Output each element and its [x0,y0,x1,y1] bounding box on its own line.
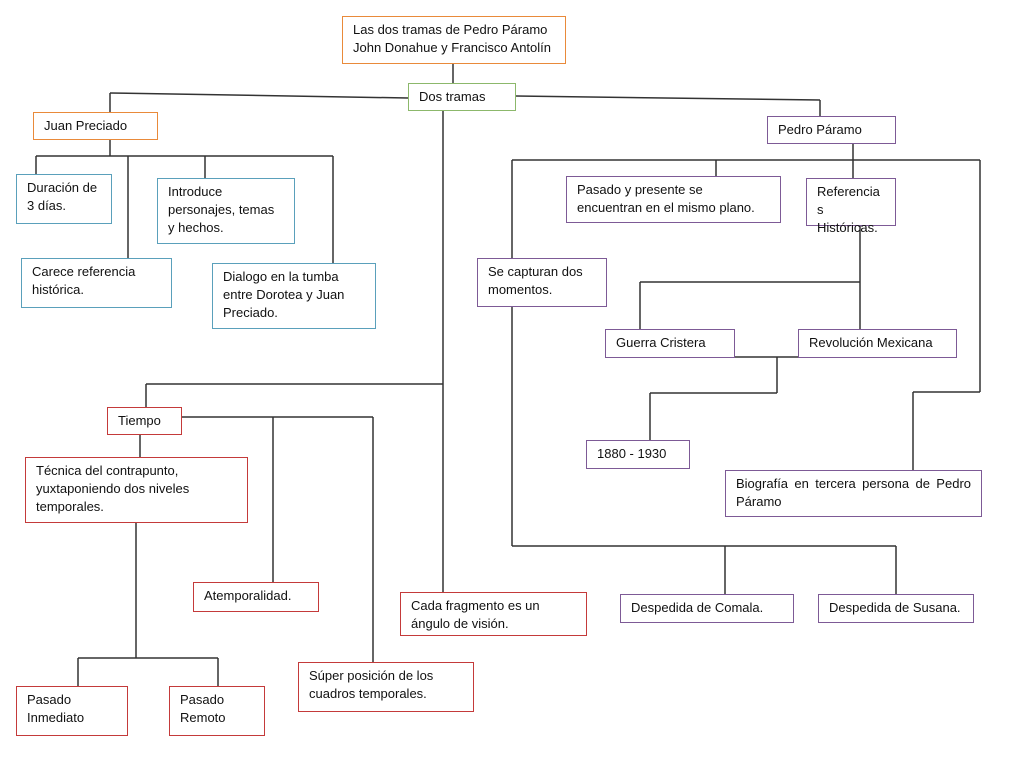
tiempo-node: Tiempo [107,407,182,435]
carece-label: Carece referencia histórica. [32,264,136,297]
tecnica-node: Técnica del contrapunto, yuxtaponiendo d… [25,457,248,523]
fechas-label: 1880 - 1930 [597,446,667,461]
revolucion-label: Revolución Mexicana [809,335,933,350]
guerra-cristera-node: Guerra Cristera [605,329,735,358]
title-node: Las dos tramas de Pedro Páramo John Dona… [342,16,566,64]
guerra-cristera-label: Guerra Cristera [616,335,706,350]
duracion-node: Duración de 3 días. [16,174,112,224]
dos-tramas-label: Dos tramas [419,89,486,104]
pasado-presente-node: Pasado y presente se encuentran en el mi… [566,176,781,223]
atemporalidad-node: Atemporalidad. [193,582,319,612]
pasado-inmediato-node: Pasado Inmediato [16,686,128,736]
biografia-label: Biografía en tercera persona de Pedro Pá… [736,476,971,509]
introduce-label: Introduce personajes, temas y hechos. [168,184,275,235]
referencias-label-b: s [817,202,824,217]
dialogo-node: Dialogo en la tumba entre Dorotea y Juan… [212,263,376,329]
title-line2: John Donahue y Francisco Antolín [353,40,552,55]
juan-preciado-node: Juan Preciado [33,112,158,140]
pedro-paramo-label: Pedro Páramo [778,122,862,137]
carece-node: Carece referencia histórica. [21,258,172,308]
super-posicion-node: Súper posición de los cuadros temporales… [298,662,474,712]
biografia-node: Biografía en tercera persona de Pedro Pá… [725,470,982,517]
tiempo-label: Tiempo [118,413,161,428]
despedida-comala-label: Despedida de Comala. [631,600,764,615]
introduce-node: Introduce personajes, temas y hechos. [157,178,295,244]
title-line1: Las dos tramas de Pedro Páramo [353,22,548,37]
se-capturan-label: Se capturan dos momentos. [488,264,583,297]
referencias-label-c: Históricas. [817,220,878,235]
juan-preciado-label: Juan Preciado [44,118,128,133]
cada-fragmento-label: Cada fragmento es un ángulo de visión. [411,598,540,631]
dos-tramas-node: Dos tramas [408,83,516,111]
despedida-susana-node: Despedida de Susana. [818,594,974,623]
referencias-node: Referencia s Históricas. [806,178,896,235]
referencias-label-a: Referencia [817,184,880,199]
dialogo-label: Dialogo en la tumba entre Dorotea y Juan… [223,269,345,320]
pasado-remoto-label: Pasado Remoto [180,692,226,725]
revolucion-node: Revolución Mexicana [798,329,957,358]
duracion-label: Duración de 3 días. [27,180,98,213]
cada-fragmento-node: Cada fragmento es un ángulo de visión. [400,592,587,636]
pedro-paramo-node: Pedro Páramo [767,116,896,144]
fechas-node: 1880 - 1930 [586,440,690,469]
pasado-presente-label: Pasado y presente se encuentran en el mi… [577,182,755,215]
pasado-remoto-node: Pasado Remoto [169,686,265,736]
super-posicion-label: Súper posición de los cuadros temporales… [309,668,434,701]
despedida-comala-node: Despedida de Comala. [620,594,794,623]
tecnica-label: Técnica del contrapunto, yuxtaponiendo d… [36,463,190,514]
se-capturan-node: Se capturan dos momentos. [477,258,607,307]
pasado-inmediato-label: Pasado Inmediato [27,692,85,725]
atemporalidad-label: Atemporalidad. [204,588,292,603]
despedida-susana-label: Despedida de Susana. [829,600,961,615]
